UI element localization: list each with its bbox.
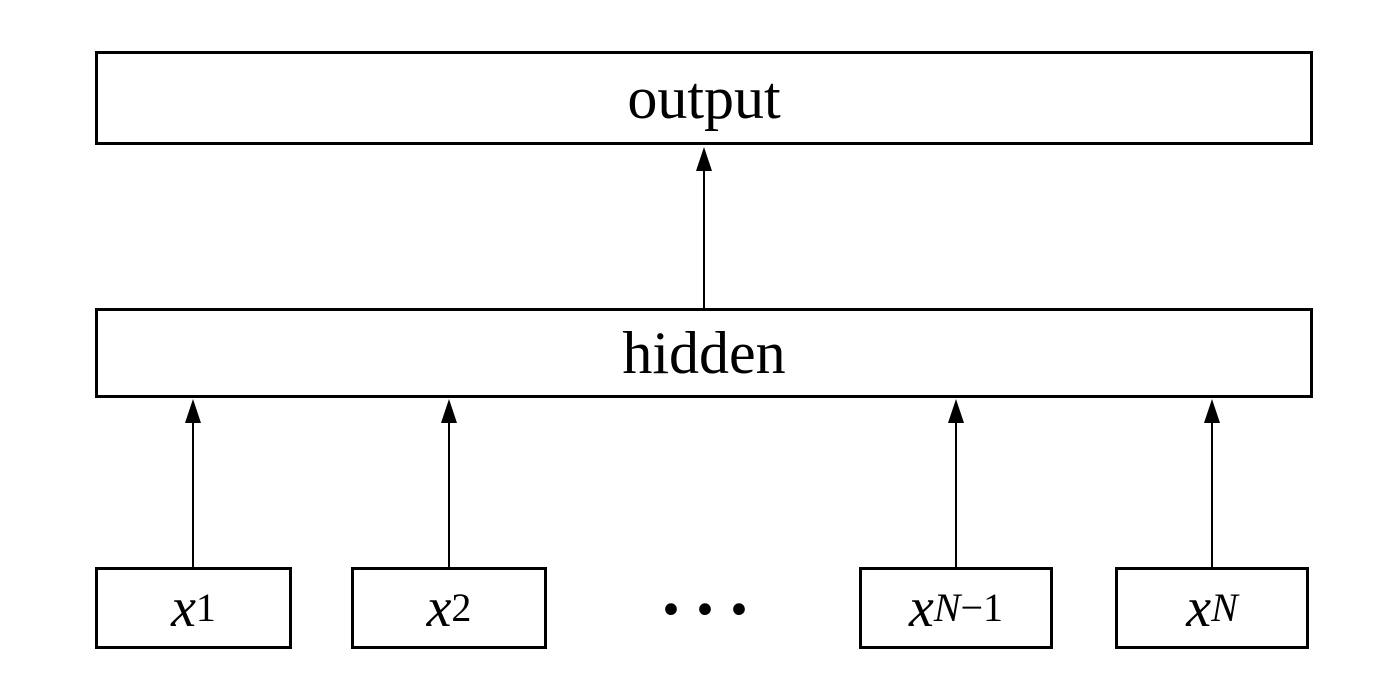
arrow-xN-1-to-hidden bbox=[948, 399, 964, 567]
arrow-x1-to-hidden bbox=[185, 399, 201, 567]
arrow-stem bbox=[447, 423, 451, 567]
input-label-subscript: N bbox=[1211, 588, 1238, 628]
arrow-head-icon bbox=[185, 399, 201, 423]
arrow-stem bbox=[191, 423, 195, 567]
input-label-base: x bbox=[1186, 577, 1212, 639]
hidden-label: hidden bbox=[622, 320, 786, 386]
arrow-head-icon bbox=[441, 399, 457, 423]
output-label: output bbox=[627, 65, 781, 131]
input-label-base: x bbox=[426, 577, 452, 639]
input-label-subscript: N−1 bbox=[934, 588, 1003, 628]
arrow-head-icon bbox=[948, 399, 964, 423]
subscript-part: 2 bbox=[451, 585, 472, 630]
subscript-part: N bbox=[1211, 585, 1238, 630]
arrow-hidden-to-output bbox=[696, 147, 712, 308]
output-layer-box: output bbox=[95, 51, 1313, 145]
arrow-xN-to-hidden bbox=[1204, 399, 1220, 567]
subscript-part: −1 bbox=[960, 585, 1004, 630]
arrow-x2-to-hidden bbox=[441, 399, 457, 567]
arrow-head-icon bbox=[1204, 399, 1220, 423]
ellipsis-dots: ··· bbox=[658, 569, 762, 649]
subscript-part: 1 bbox=[195, 585, 216, 630]
hidden-layer-box: hidden bbox=[95, 308, 1313, 398]
arrow-head-icon bbox=[696, 147, 712, 171]
input-label-base: x bbox=[908, 577, 934, 639]
subscript-part: N bbox=[933, 585, 961, 630]
arrow-stem bbox=[954, 423, 958, 567]
input-label-subscript: 2 bbox=[451, 588, 471, 628]
arrow-stem bbox=[1210, 423, 1214, 567]
input-label-base: x bbox=[171, 577, 196, 639]
arrow-stem bbox=[702, 171, 706, 308]
input-label-subscript: 1 bbox=[196, 588, 216, 628]
